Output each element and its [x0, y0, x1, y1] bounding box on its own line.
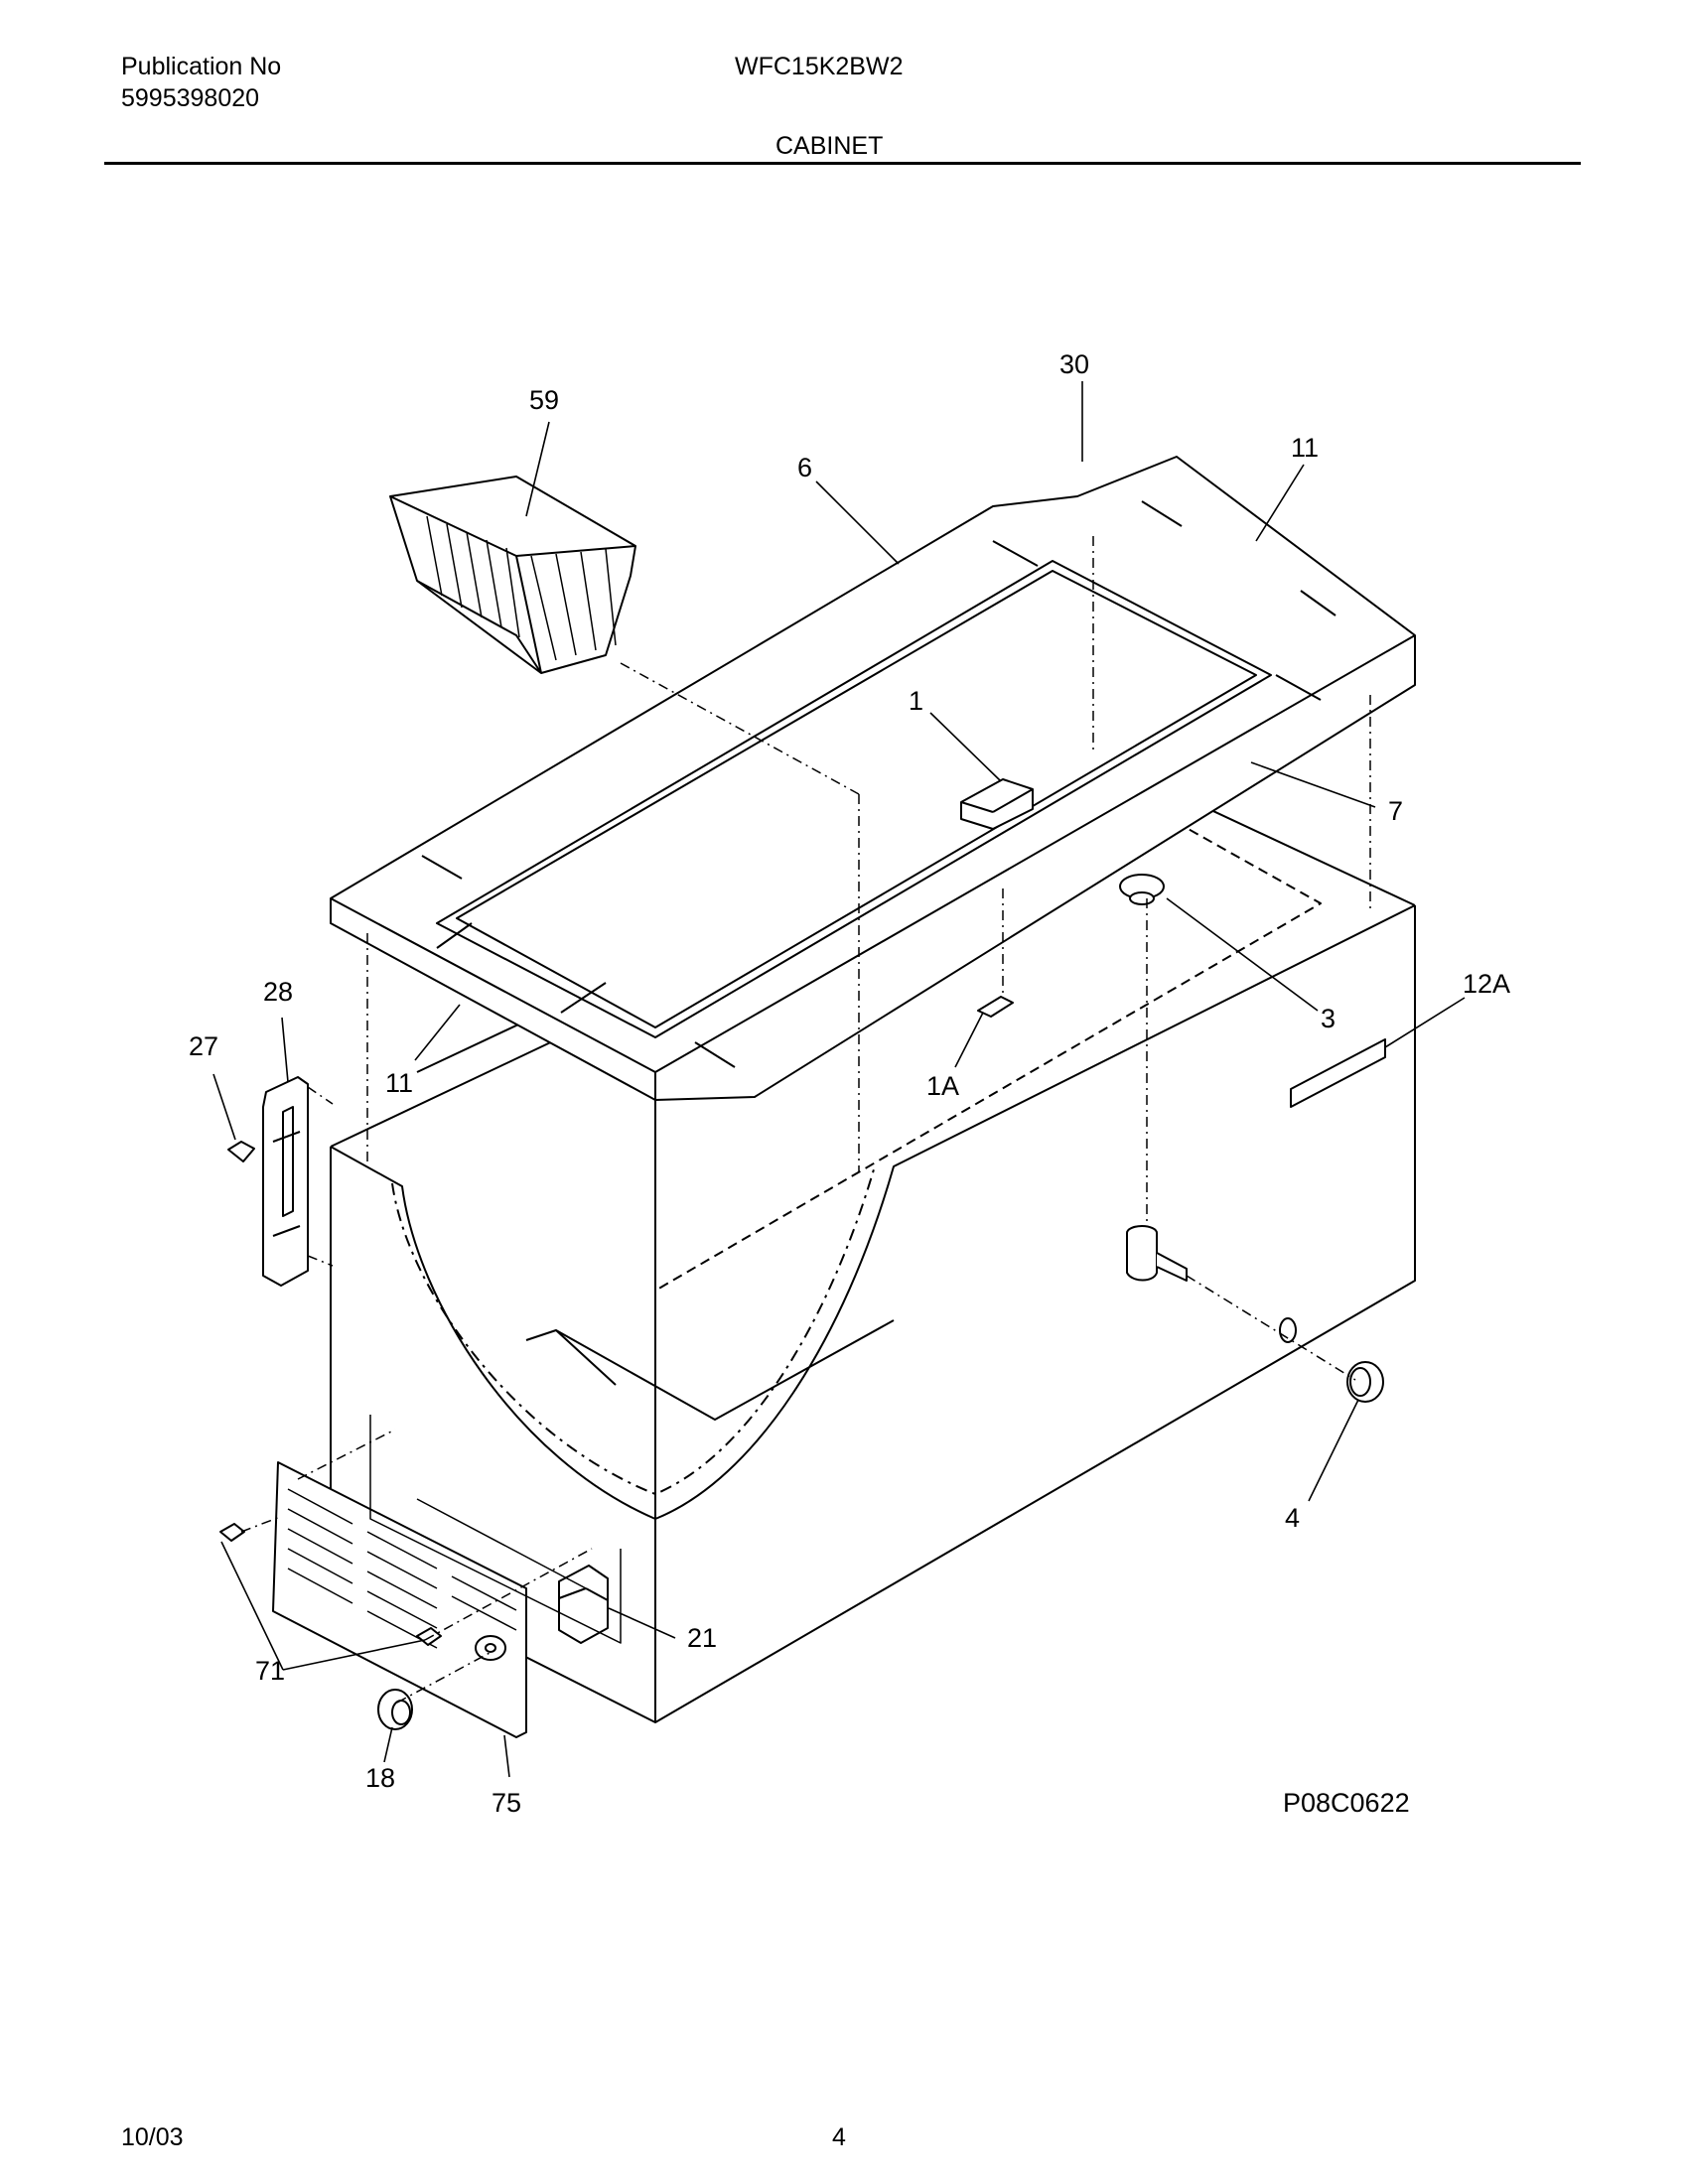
publication-number: 5995398020: [121, 84, 260, 112]
header-rule: [104, 162, 1581, 165]
callout-4: 4: [1285, 1503, 1300, 1533]
callout-11-top: 11: [1291, 433, 1319, 463]
callout-28: 28: [263, 977, 293, 1007]
label-plate: [1290, 1038, 1386, 1108]
callout-1: 1: [909, 686, 923, 716]
drain-cap: [1346, 1361, 1384, 1403]
callout-71: 71: [255, 1656, 285, 1686]
hinge-part: [262, 1076, 309, 1287]
thermostat-knob: [377, 1689, 413, 1730]
grille-part: [272, 1461, 527, 1738]
gasket-frame: [330, 456, 1416, 1101]
publication-label: Publication No: [121, 53, 282, 80]
callout-7: 7: [1388, 796, 1403, 826]
hinge-screw: [227, 1141, 255, 1162]
callout-3: 3: [1321, 1004, 1336, 1033]
cabinet-body: [330, 753, 1416, 1723]
page-number: 4: [832, 2123, 846, 2151]
section-title: CABINET: [775, 132, 884, 160]
callout-21: 21: [687, 1623, 717, 1653]
plug-part: [1119, 874, 1165, 905]
callout-30: 30: [1059, 349, 1089, 379]
figure-code: P08C0622: [1283, 1788, 1410, 1818]
strike-part: [977, 996, 1014, 1018]
callout-labels: 59 30 6 11 1 7 3 12A 28 27 11 1A 4 21 71…: [189, 349, 1510, 1818]
callout-18: 18: [365, 1763, 395, 1793]
callout-1A: 1A: [926, 1071, 959, 1101]
model-number: WFC15K2BW2: [735, 53, 904, 80]
basket-part: [389, 476, 636, 674]
thermostat-part: [558, 1565, 609, 1644]
callout-11-left: 11: [385, 1068, 413, 1098]
latch-part: [960, 778, 1034, 830]
callout-6: 6: [797, 453, 812, 482]
callout-27: 27: [189, 1031, 218, 1061]
callout-75: 75: [492, 1788, 521, 1818]
publication-date: 10/03: [121, 2123, 184, 2151]
callout-59: 59: [529, 385, 559, 415]
callout-12A: 12A: [1463, 969, 1510, 999]
